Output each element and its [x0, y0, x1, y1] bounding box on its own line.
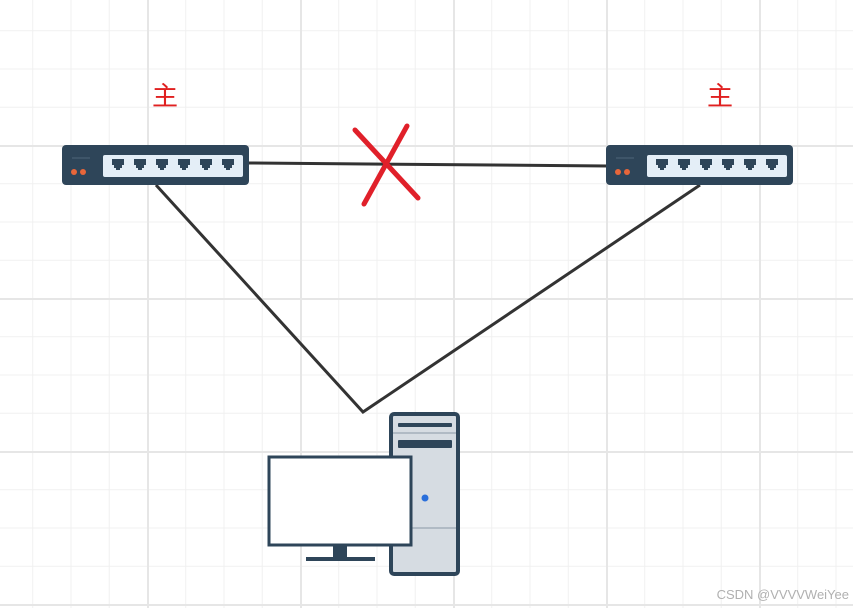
- link-switches-to-computer: [154, 183, 701, 414]
- watermark: CSDN @VVVVWeiYee: [716, 587, 849, 602]
- link-switch-to-switch: [247, 161, 609, 168]
- switch-left-icon: [62, 145, 249, 185]
- switch-right-label: 主: [707, 82, 734, 112]
- switch-left-label: 主: [152, 82, 179, 112]
- computer-icon: [267, 412, 460, 576]
- blocked-link-cross-icon: [352, 123, 421, 207]
- switch-right-icon: [606, 145, 793, 185]
